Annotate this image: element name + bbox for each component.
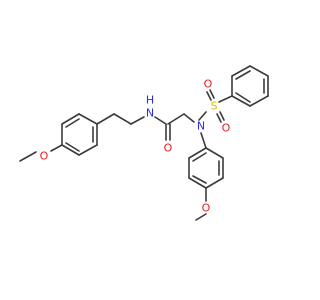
atom-labels: O N H O N S O O O bbox=[40, 78, 231, 215]
atom-nitrogen-sulfonamide: N bbox=[197, 120, 205, 133]
atom-oxygen-sulfonyl-bottom: O bbox=[222, 122, 231, 135]
atom-hydrogen-amide: H bbox=[146, 94, 154, 107]
atom-sulfur-sulfonyl: S bbox=[211, 100, 218, 113]
atom-oxygen-carbonyl: O bbox=[164, 142, 173, 155]
atom-oxygen-methoxy-left: O bbox=[40, 150, 49, 163]
bond-lines bbox=[19, 65, 269, 221]
molecule-structure: O N H O N S O O O bbox=[19, 65, 269, 221]
atom-oxygen-methoxy-bottom: O bbox=[202, 202, 211, 215]
atom-nitrogen-amide: N bbox=[146, 107, 154, 120]
atom-oxygen-sulfonyl-top: O bbox=[204, 78, 213, 91]
